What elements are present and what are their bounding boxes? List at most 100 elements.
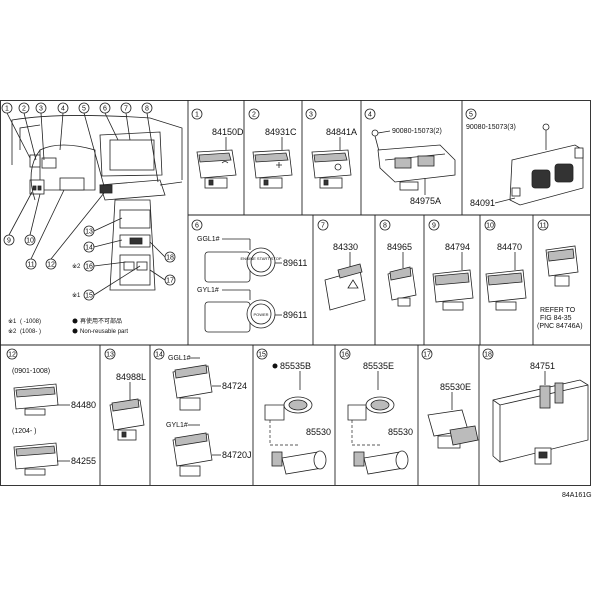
overview-callout: 9: [7, 238, 11, 245]
panel-index: 11: [539, 223, 546, 230]
overview-note-mark: ※2: [72, 263, 81, 270]
overview-callout: 12: [47, 262, 55, 269]
overview-callouts-top: 1 2 3 4 5 6 7 8: [1, 102, 159, 187]
panel-1: 1 84150D: [191, 108, 244, 189]
overview-panel: [11, 115, 183, 291]
panel-3: 3 84841A: [305, 108, 357, 189]
part-number[interactable]: 90080-15073(3): [466, 124, 516, 131]
part-number[interactable]: 84724: [222, 381, 247, 391]
overview-callouts-lower: 9 10 11 12 13 14 16 15 18 17 ※2 ※1: [3, 189, 176, 301]
overview-callout: 11: [27, 262, 34, 269]
variant-label: (1204- ): [12, 428, 37, 435]
button-label: ENGINE START STOP: [240, 256, 281, 261]
overview-callout: 16: [85, 264, 93, 271]
diagram-border: [0, 100, 591, 486]
part-number[interactable]: 85535B: [280, 361, 311, 371]
panel-6: 6 GGL1# ENGINE START STOP 89611 GYL1# PO…: [191, 219, 307, 333]
legend-nonreusable-en: Non-reusable part: [80, 329, 128, 335]
panel-index: 13: [106, 352, 114, 359]
legend-nonreusable-jp: 再使用不可部品: [80, 317, 122, 325]
overview-callout: 1: [5, 106, 9, 113]
legend: ※1 ( -1008) ※2 (1008- ) 再使用不可部品 Non-reus…: [8, 317, 128, 335]
panel-2: 2 84931C: [248, 108, 297, 189]
part-number[interactable]: 90080-15073(2): [392, 128, 442, 135]
legend-note2-mark: ※2: [8, 328, 17, 335]
diagram-code: 84A161G: [562, 492, 592, 499]
panel-index: 9: [432, 223, 436, 230]
panel-11: 11 REFER TO FIG 84-35 (PNC 84746A): [537, 219, 583, 330]
part-number[interactable]: 89611: [283, 258, 307, 268]
panel-17: 17 85530E: [421, 348, 479, 449]
part-number[interactable]: 84480: [71, 400, 96, 410]
overview-callout: 15: [85, 293, 93, 300]
part-number[interactable]: 84255: [71, 456, 96, 466]
variant-label: GYL1#: [197, 287, 219, 294]
overview-callout: 2: [22, 106, 26, 113]
overview-callout: 13: [85, 229, 93, 236]
overview-note-mark: ※1: [72, 292, 81, 299]
overview-callout: 7: [124, 106, 128, 113]
variant-label: GYL1#: [166, 422, 188, 429]
panel-12: 12 (0901-1008) 84480 (1204- ) 84255: [6, 348, 96, 476]
panel-index: 17: [423, 352, 431, 359]
panel-index: 12: [8, 352, 16, 359]
panel-10: 10 84470: [484, 219, 527, 311]
screw-icon: [371, 129, 379, 137]
part-number[interactable]: 84965: [387, 242, 412, 252]
part-number[interactable]: 84330: [333, 242, 358, 252]
refer-note: (PNC 84746A): [537, 323, 583, 330]
panel-18: 18 84751: [482, 348, 589, 465]
part-number[interactable]: 84931C: [265, 127, 297, 137]
nonreusable-dot-icon: [272, 363, 278, 369]
panel-index: 2: [252, 112, 256, 119]
nonreusable-dot-icon: [72, 328, 78, 334]
part-number[interactable]: 84720J: [222, 450, 252, 460]
panel-14: 14 GGL1# 84724 GYL1# 84720J: [153, 348, 252, 477]
panel-4: 4 90080-15073(2) 84975A: [364, 108, 456, 206]
panel-index: 15: [258, 352, 266, 359]
overview-callout: 8: [145, 106, 149, 113]
part-number[interactable]: 84794: [445, 242, 470, 252]
screw-icon: [542, 123, 550, 131]
part-number[interactable]: 84470: [497, 242, 522, 252]
overview-callout: 4: [61, 106, 65, 113]
panel-index: 10: [486, 223, 494, 230]
panel-index: 1: [195, 112, 199, 119]
overview-callout: 14: [85, 245, 93, 252]
panel-index: 3: [309, 112, 313, 119]
overview-callout: 18: [166, 255, 174, 262]
panel-7: 7 84330: [317, 219, 366, 311]
panel-9: 9 84794: [428, 219, 474, 311]
variant-label: GGL1#: [197, 236, 220, 243]
part-number[interactable]: 84751: [530, 361, 555, 371]
part-number[interactable]: 85530: [388, 427, 413, 437]
overview-callout: 3: [39, 106, 43, 113]
variant-label: GGL1#: [168, 355, 191, 362]
button-label: POWER: [253, 312, 268, 317]
refer-note: REFER TO: [540, 307, 576, 314]
part-number[interactable]: 84091: [470, 198, 495, 208]
panel-index: 6: [195, 223, 199, 230]
part-number[interactable]: 84150D: [212, 127, 244, 137]
part-number[interactable]: 84975A: [410, 196, 441, 206]
panel-index: 8: [383, 223, 387, 230]
overview-callout: 17: [166, 278, 174, 285]
part-number[interactable]: 85530: [306, 427, 331, 437]
panel-5: 5 90080-15073(3) 84091: [465, 108, 584, 208]
overview-callout: 5: [82, 106, 86, 113]
variant-label: (0901-1008): [12, 368, 50, 375]
part-number[interactable]: 89611: [283, 310, 307, 320]
nonreusable-dot-icon: [72, 318, 78, 324]
overview-callout: 10: [26, 238, 34, 245]
part-number[interactable]: 85535E: [363, 361, 394, 371]
panel-8: 8 84965: [379, 219, 417, 307]
part-number[interactable]: 85530E: [440, 382, 471, 392]
part-number[interactable]: 84841A: [326, 127, 357, 137]
legend-note1-text: ( -1008): [20, 319, 41, 325]
panel-index: 4: [368, 112, 372, 119]
part-number[interactable]: 84988L: [116, 372, 146, 382]
panel-13: 13 84988L: [104, 348, 146, 441]
legend-note1-mark: ※1: [8, 318, 17, 325]
